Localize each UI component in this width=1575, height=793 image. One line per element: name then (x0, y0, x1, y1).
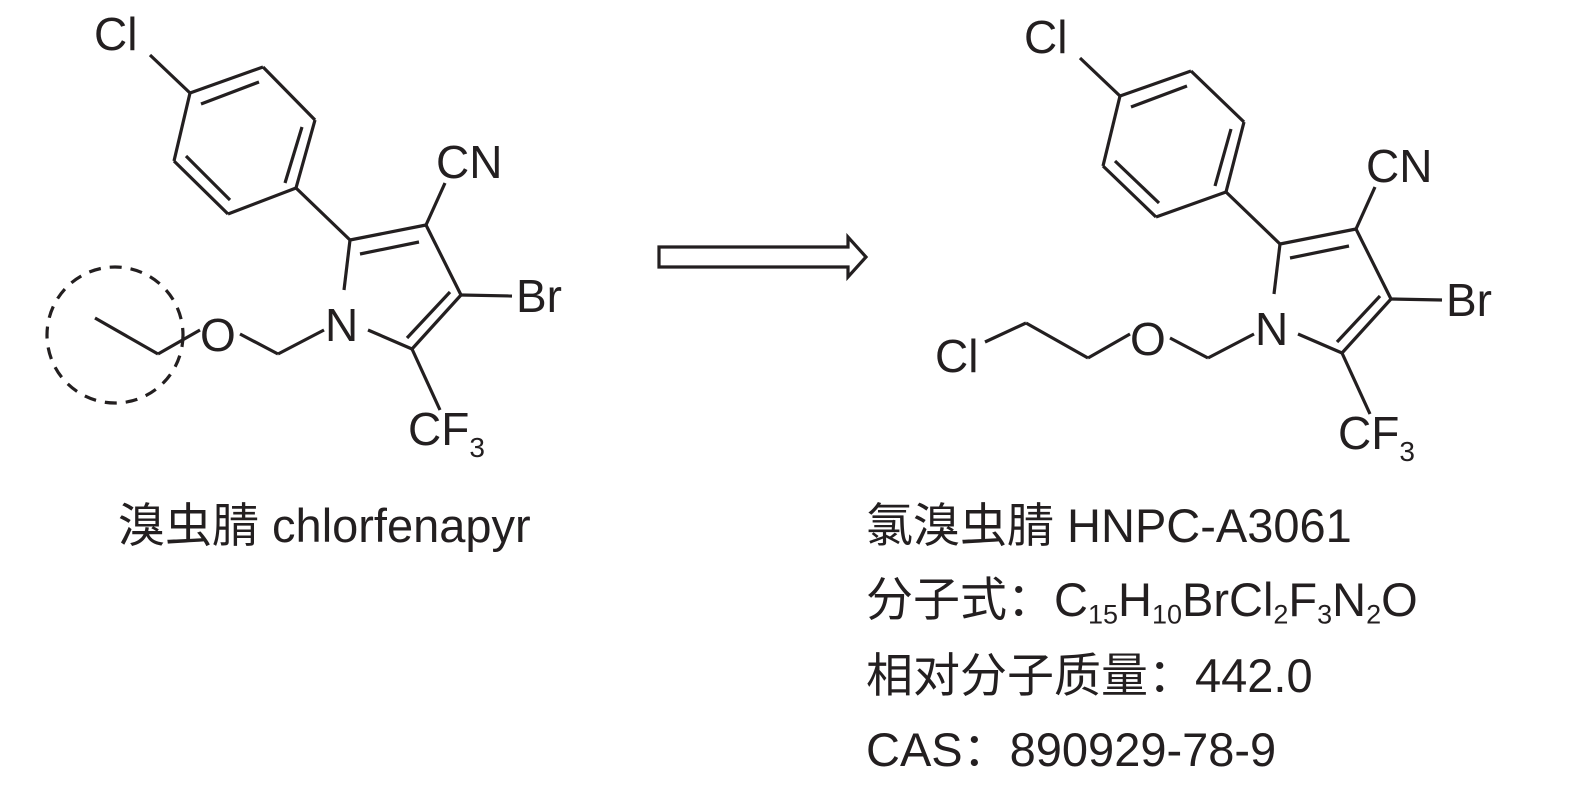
br-atom-label: Br (516, 270, 562, 322)
o-atom-label: O (1130, 313, 1166, 365)
cl-atom-label-chain: Cl (935, 330, 978, 382)
cl-atom-label: Cl (94, 8, 137, 60)
retrosynthetic-arrow (657, 232, 869, 282)
chlorfenapyr-structure: Cl CN Br N O CF3 (45, 8, 562, 463)
molecular-formula-line: 分子式：C15H10BrCl2F3N2O (866, 573, 1418, 630)
o-atom-label: O (200, 309, 236, 361)
cn-group-label: CN (436, 136, 502, 188)
br-atom-label: Br (1446, 274, 1492, 326)
formula-value: C15H10BrCl2F3N2O (1054, 573, 1418, 630)
cf3-group-label: CF3 (1338, 407, 1415, 467)
cf3-group-label: CF3 (408, 403, 485, 463)
molecular-mass-line: 相对分子质量：442.0 (866, 649, 1313, 702)
n-atom-label: N (325, 299, 358, 351)
formula-label: 分子式： (866, 573, 1054, 626)
n-atom-label: N (1255, 303, 1288, 355)
cas-number-line: CAS：890929-78-9 (866, 723, 1277, 776)
cn-group-label: CN (1366, 140, 1432, 192)
cl-atom-label-top: Cl (1024, 11, 1067, 63)
hnpc-a3061-structure: Cl CN Br N O Cl CF3 (935, 11, 1492, 467)
hnpc-a3061-caption: 氯溴虫腈 HNPC-A3061 (866, 499, 1352, 552)
chlorfenapyr-caption: 溴虫腈 chlorfenapyr (118, 499, 531, 552)
